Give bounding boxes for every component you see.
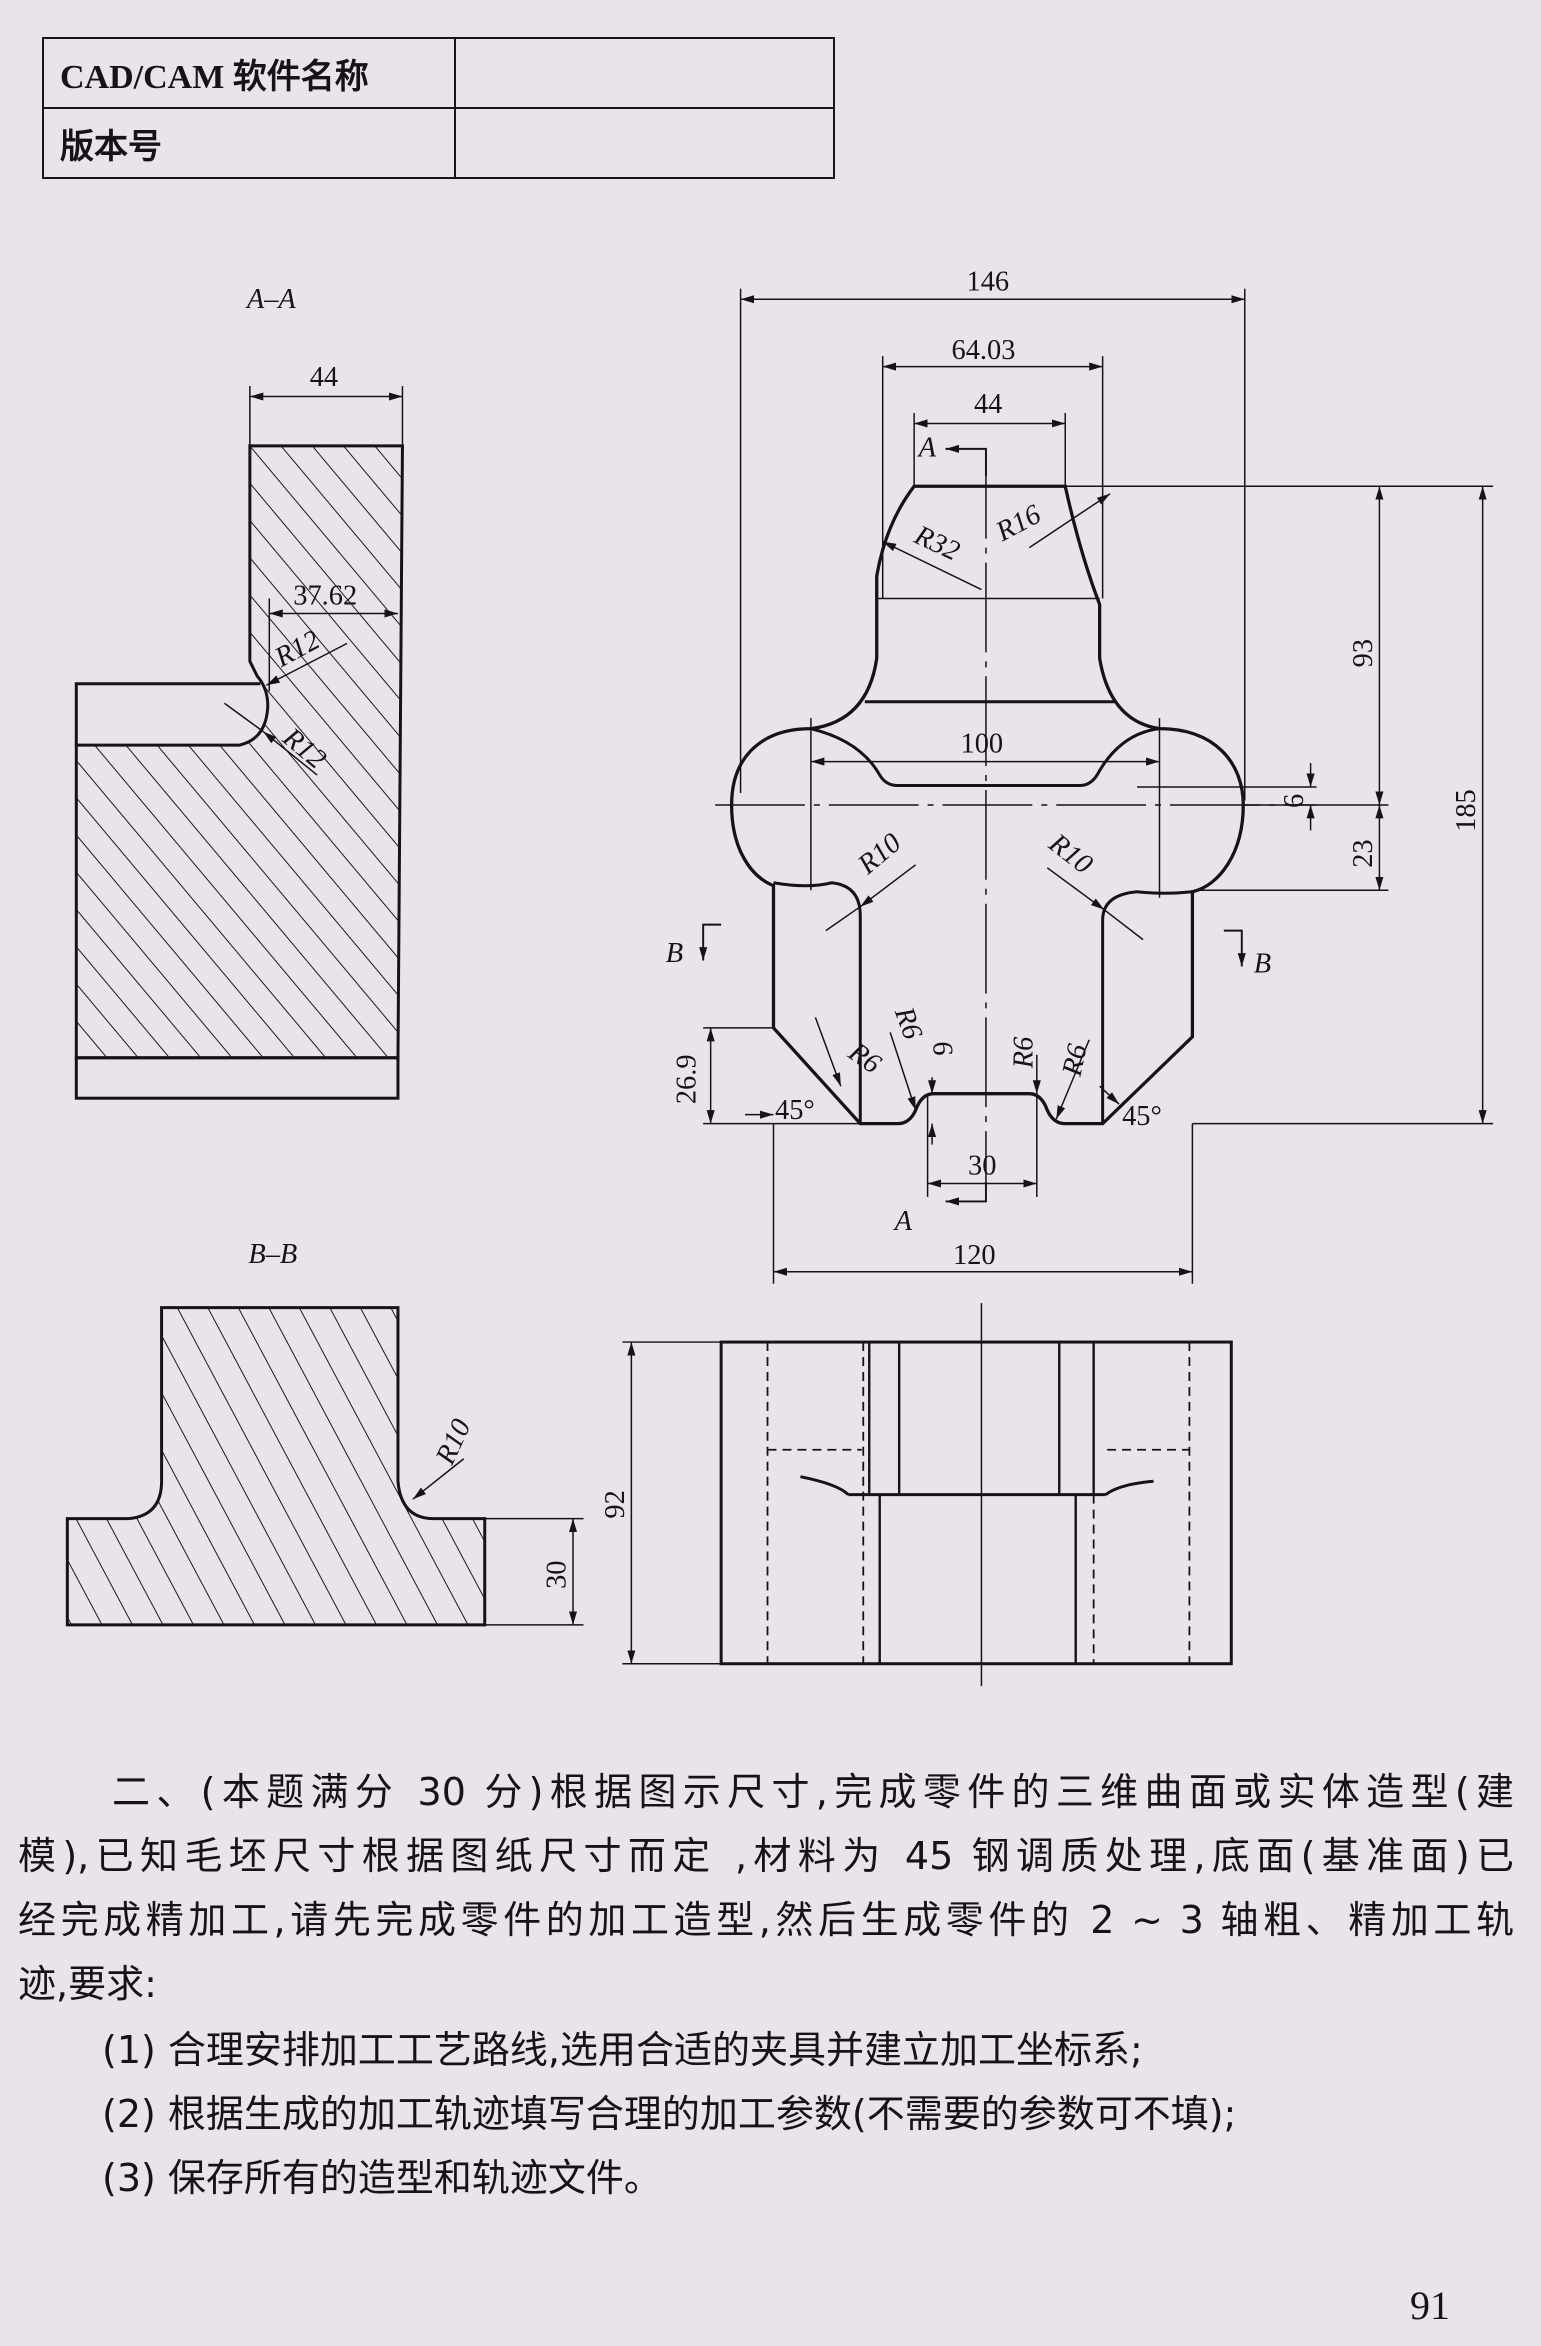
version-field[interactable] [454,107,835,179]
requirement-item: (2) 根据生成的加工轨迹填写合理的加工参数(不需要的参数可不填); [102,2092,1237,2136]
dim-120: 120 [953,1240,996,1271]
dim-26-9: 26.9 [672,1054,703,1104]
dim-r10-left: R10 [852,827,908,881]
section-bb-title: B–B [248,1239,297,1270]
section-b-marker-left: B [666,938,683,969]
dim-6-depth: 6 [927,1041,958,1055]
front-view-outline [719,1340,1233,1666]
section-aa-base-band [74,1056,400,1100]
dim-bb-r10: R10 [430,1415,478,1470]
section-a-marker-top: A [917,432,937,463]
section-b-b: B–B R10 30 [65,1239,584,1627]
section-a-marker-bottom: A [893,1206,913,1237]
dim-185: 185 [1451,789,1482,832]
software-name-label: CAD/CAM 软件名称 [42,37,456,109]
dim-aa-37-62: 37.62 [293,580,357,611]
dim-6-offset: 6 [1279,794,1310,808]
dim-93: 93 [1348,639,1379,667]
dim-r6-d: R6 [1057,1041,1094,1080]
dim-r6-a: R6 [842,1036,887,1081]
dim-aa-44: 44 [310,362,338,393]
dim-bb-30: 30 [542,1561,573,1589]
section-aa-slot [74,682,261,746]
dim-r6-b: R6 [888,1002,929,1044]
dim-44: 44 [974,389,1002,420]
top-view: 146 64.03 44 A R32 R16 100 93 23 6 [666,266,1494,1284]
dim-64-03: 64.03 [952,335,1016,366]
dim-r6-c: R6 [1008,1036,1039,1069]
dim-r10-right: R10 [1042,827,1098,880]
question-line: 二、(本题满分 30 分)根据图示尺寸,完成零件的三维曲面或实体造型(建 [112,1770,1514,1814]
front-view: 92 [600,1303,1233,1687]
version-row: 版本号 [42,107,835,179]
software-name-field[interactable] [454,37,835,109]
question-line: 迹,要求: [18,1962,157,2006]
right-leg-inner-edge [1101,890,1193,1124]
question-line: 经完成精加工,请先完成零件的加工造型,然后生成零件的 2 ~ 3 轴粗、精加工轨 [18,1898,1514,1942]
hidden-lines [766,1342,1191,1664]
angle-left: 45° [775,1095,815,1126]
section-b-marker-right: B [1254,949,1271,980]
section-aa-hatched-body [74,444,404,1060]
section-aa-title: A–A [245,284,297,315]
section-bb-hatched-body [65,1306,487,1627]
question-line: 模),已知毛坯尺寸根据图纸尺寸而定 ,材料为 45 钢调质处理,底面(基准面)已 [18,1834,1514,1878]
page-number: 91 [1410,2283,1450,2328]
angle-right: 45° [1122,1101,1162,1132]
dim-146: 146 [966,266,1009,297]
requirement-item: (3) 保存所有的造型和轨迹文件。 [102,2156,662,2200]
dim-30: 30 [968,1150,996,1181]
pocket-edge [810,727,1160,788]
left-leg-inner-edge [773,881,862,1124]
version-label: 版本号 [42,107,456,179]
section-a-a: A–A 44 37.62 R12 R12 [74,284,404,1100]
dim-23: 23 [1348,839,1379,867]
requirement-item: (1) 合理安排加工工艺路线,选用合适的夹具并建立加工坐标系; [102,2028,1143,2072]
dim-100: 100 [961,729,1004,760]
software-info-table: CAD/CAM 软件名称 版本号 [42,37,835,179]
software-name-row: CAD/CAM 软件名称 [42,37,835,109]
dim-r32: R32 [909,519,964,567]
dim-front-92: 92 [600,1490,631,1518]
